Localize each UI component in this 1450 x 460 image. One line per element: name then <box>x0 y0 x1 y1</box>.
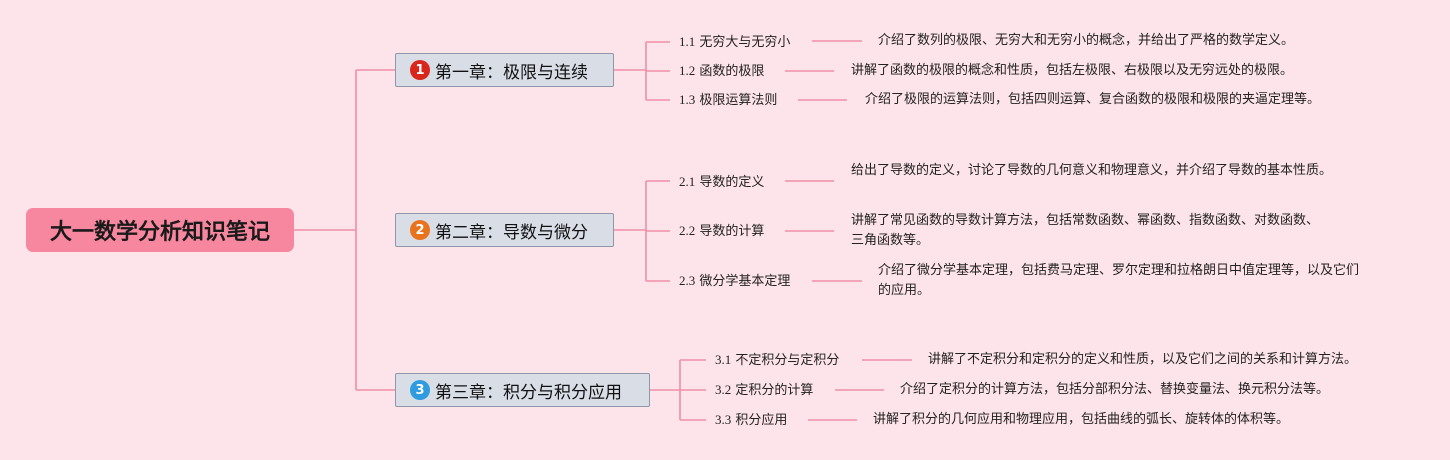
chapter-2-node[interactable]: 2 第二章：导数与微分 <box>395 213 614 247</box>
section-1-3[interactable]: 1.3 极限运算法则 <box>679 92 777 109</box>
section-title: 微分学基本定理 <box>699 274 791 289</box>
section-number: 2.1 <box>679 174 696 189</box>
section-number: 1.1 <box>679 34 696 49</box>
section-3-1-desc[interactable]: 讲解了不定积分和定积分的定义和性质，以及它们之间的关系和计算方法。 <box>928 352 1358 367</box>
section-1-1-desc[interactable]: 介绍了数列的极限、无穷大和无穷小的概念，并给出了严格的数学定义。 <box>878 33 1295 48</box>
section-title: 不定积分与定积分 <box>735 353 840 368</box>
section-number: 1.3 <box>679 92 696 107</box>
section-title: 定积分的计算 <box>735 383 814 398</box>
section-number: 1.2 <box>679 63 696 78</box>
section-1-2-desc[interactable]: 讲解了函数的极限的概念和性质，包括左极限、右极限以及无穷远处的极限。 <box>851 63 1294 78</box>
section-2-3[interactable]: 2.3 微分学基本定理 <box>679 273 790 290</box>
section-title: 积分应用 <box>735 413 788 428</box>
badge-1-icon: 1 <box>410 60 430 80</box>
section-number: 2.3 <box>679 273 696 288</box>
section-3-2[interactable]: 3.2 定积分的计算 <box>715 382 813 399</box>
root-topic[interactable]: 大一数学分析知识笔记 <box>26 208 294 252</box>
section-title: 极限运算法则 <box>699 93 778 108</box>
chapter-3-label: 第三章：积分与积分应用 <box>435 382 622 403</box>
section-number: 3.3 <box>715 412 732 427</box>
badge-3-icon: 3 <box>410 380 430 400</box>
section-3-3-desc[interactable]: 讲解了积分的几何应用和物理应用，包括曲线的弧长、旋转体的体积等。 <box>873 412 1290 427</box>
section-title: 导数的计算 <box>699 224 765 239</box>
section-1-3-desc[interactable]: 介绍了极限的运算法则，包括四则运算、复合函数的极限和极限的夹逼定理等。 <box>865 92 1321 107</box>
section-number: 2.2 <box>679 223 696 238</box>
section-1-1[interactable]: 1.1 无穷大与无穷小 <box>679 34 790 51</box>
section-2-3-desc[interactable]: 介绍了微分学基本定理，包括费马定理、罗尔定理和拉格朗日中值定理等，以及它们的应用… <box>878 263 1360 298</box>
chapter-2-label: 第二章：导数与微分 <box>435 222 588 243</box>
section-2-2-desc[interactable]: 讲解了常见函数的导数计算方法，包括常数函数、幂函数、指数函数、对数函数、三角函数… <box>851 213 1320 248</box>
section-title: 无穷大与无穷小 <box>699 35 791 50</box>
section-title: 导数的定义 <box>699 175 765 190</box>
section-1-2[interactable]: 1.2 函数的极限 <box>679 63 764 80</box>
section-3-3[interactable]: 3.3 积分应用 <box>715 412 787 429</box>
section-title: 函数的极限 <box>699 64 765 79</box>
section-2-1[interactable]: 2.1 导数的定义 <box>679 174 764 191</box>
root-title: 大一数学分析知识笔记 <box>49 220 270 245</box>
chapter-1-node[interactable]: 1 第一章：极限与连续 <box>395 53 614 87</box>
chapter-3-node[interactable]: 3 第三章：积分与积分应用 <box>395 373 650 407</box>
badge-2-icon: 2 <box>410 220 430 240</box>
chapter-1-label: 第一章：极限与连续 <box>435 62 588 83</box>
section-number: 3.1 <box>715 352 732 367</box>
section-2-2[interactable]: 2.2 导数的计算 <box>679 223 764 240</box>
section-3-2-desc[interactable]: 介绍了定积分的计算方法，包括分部积分法、替换变量法、换元积分法等。 <box>900 382 1330 397</box>
section-number: 3.2 <box>715 382 732 397</box>
section-2-1-desc[interactable]: 给出了导数的定义，讨论了导数的几何意义和物理意义，并介绍了导数的基本性质。 <box>851 163 1333 178</box>
section-3-1[interactable]: 3.1 不定积分与定积分 <box>715 352 839 369</box>
